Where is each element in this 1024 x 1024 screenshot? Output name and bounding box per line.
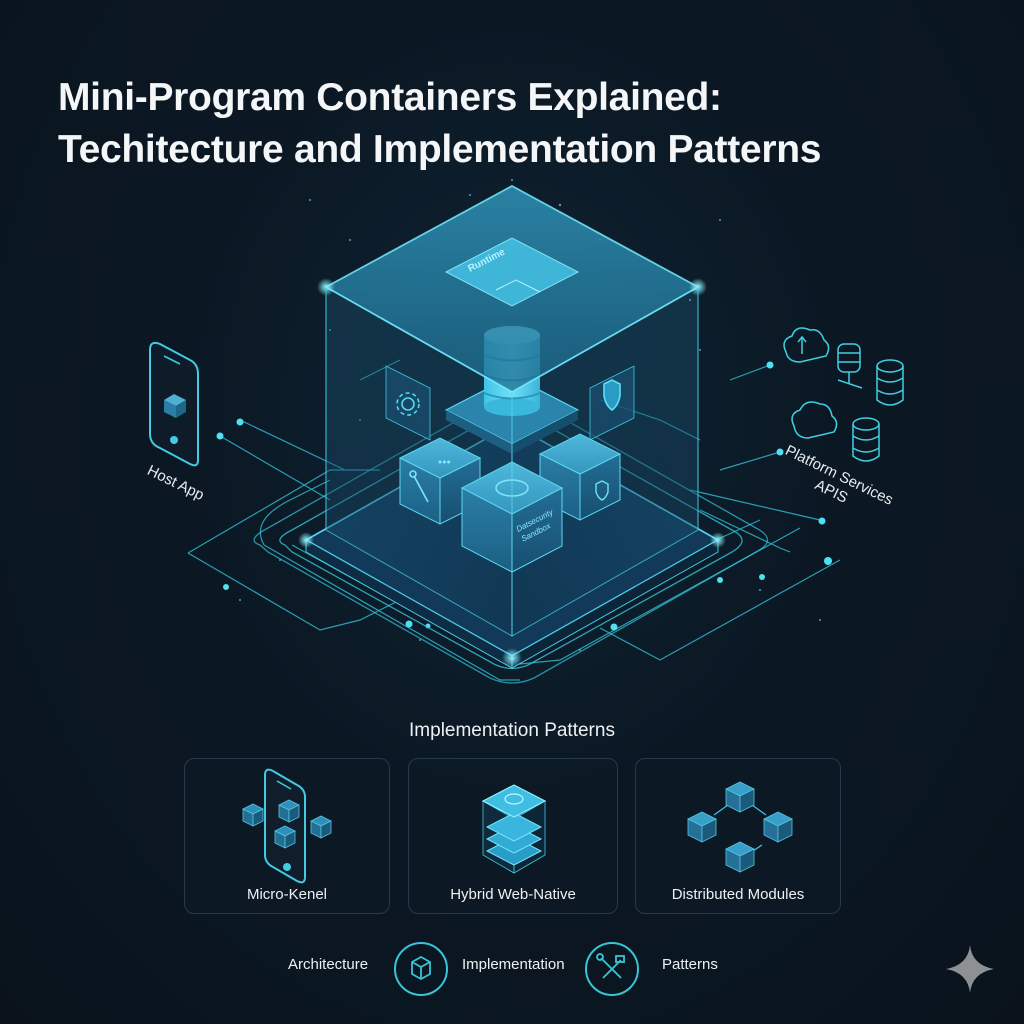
pattern-card-label: Micro-Kenel [246, 886, 328, 903]
legend-patterns: Patterns [662, 956, 718, 973]
gear-icon [396, 392, 420, 416]
legend-bar: Architecture Implementation Patterns [0, 935, 1024, 996]
wrench-icon [409, 470, 429, 503]
title-line-2: Techitecture and Implementation Patterns [58, 128, 822, 171]
phone-with-modules-icon [242, 768, 332, 884]
pattern-card-label: Distributed Modules [671, 886, 805, 903]
cloud-icon [791, 401, 838, 439]
pattern-card-label: Hybrid Web-Native [450, 886, 576, 903]
base-rings [253, 396, 769, 684]
shield-icon [603, 379, 621, 411]
container-architecture-diagram: ●●● Datsecurity Sandbox Runtime [149, 179, 904, 684]
pattern-card-hybrid-web-native[interactable]: Hybrid Web-Native [408, 758, 618, 914]
gear-panel [385, 365, 431, 441]
svg-text:●●●: ●●● [438, 459, 451, 466]
database-icon [876, 359, 904, 406]
connected-cubes-icon [687, 781, 793, 873]
database-icon-2 [852, 417, 880, 462]
layered-stack-icon [481, 784, 547, 874]
platform-services-icons [783, 327, 904, 462]
cloud-upload-icon [783, 327, 830, 363]
smartphone-icon [149, 341, 199, 467]
title-line-1: Mini-Program Containers Explained: [58, 76, 722, 119]
runtime-lid: Runtime [317, 184, 707, 394]
shield-small-icon [595, 480, 609, 501]
legend-architecture: Architecture [288, 956, 369, 973]
tool-module-cube: ●●● [398, 437, 482, 525]
sparkle-icon [946, 945, 994, 993]
page-title: Mini-Program Containers Explained: Techi… [58, 72, 821, 176]
pattern-card-micro-kernel[interactable]: Micro-Kenel [184, 758, 390, 914]
server-network-icon [837, 343, 863, 389]
tools-icon [585, 942, 639, 996]
patterns-heading: Implementation Patterns [409, 720, 615, 741]
legend-implementation: Implementation [462, 956, 565, 973]
cube-icon [394, 942, 448, 996]
sandbox-module-cube: Datsecurity Sandbox [460, 461, 564, 573]
pattern-card-distributed-modules[interactable]: Distributed Modules [635, 758, 841, 914]
shield-panel [589, 365, 635, 441]
